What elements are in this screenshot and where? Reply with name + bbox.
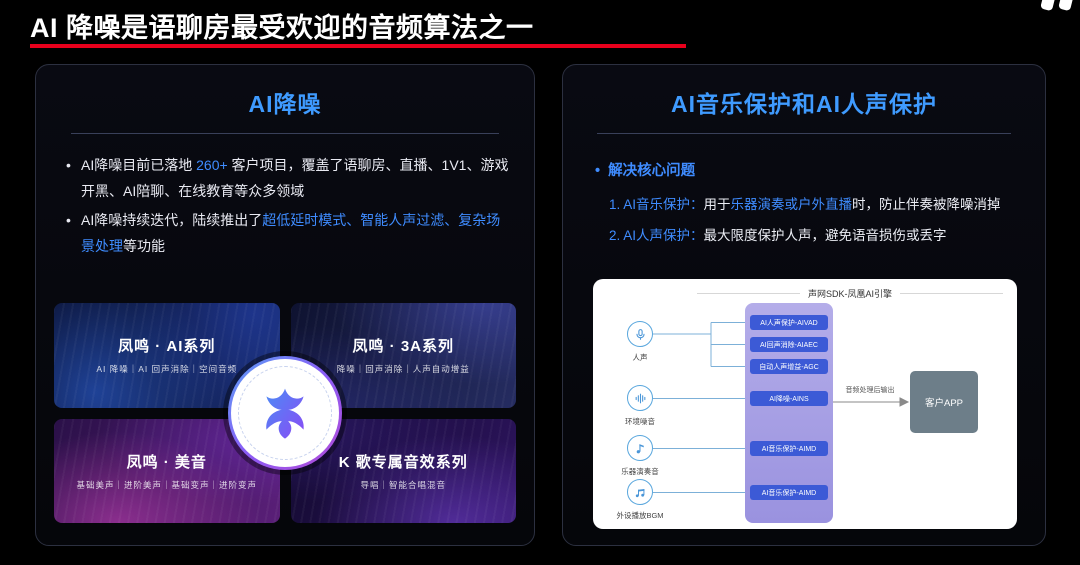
- source-label: 人声: [632, 353, 648, 362]
- card-subtitle: AI 降噪｜AI 回声消除｜空间音频: [96, 364, 238, 375]
- title-rule-right: [900, 293, 1004, 294]
- client-app-box: 客户APP: [910, 371, 978, 433]
- source-voice: 人声: [601, 321, 679, 363]
- bullet-text: 等功能: [123, 237, 165, 254]
- diagram-connector-lines: [653, 322, 910, 493]
- title-underline: [30, 44, 686, 48]
- phoenix-ai-engine-box: AI人声保护-AIVAD AI回声消除-AIAEC 自动人声增益-AGC AI降…: [745, 303, 833, 523]
- point-voice-protection: 2. AI人声保护：最大限度保护人声，避免语音损伤或丢字: [609, 220, 1029, 251]
- source-label: 乐器演奏音: [621, 467, 659, 476]
- point-text: 时，防止伴奏被降噪消掉: [852, 197, 1001, 212]
- module-agc: 自动人声增益-AGC: [750, 359, 828, 374]
- divider: [70, 133, 500, 134]
- bullet-highlight: 超低延时模式、智能人声过滤、复杂场景处理: [81, 211, 501, 254]
- point-text: 最大限度保护人声，避免语音损伤或丢字: [703, 228, 947, 244]
- badge-dashed-ring: [238, 366, 332, 460]
- card-subtitle: 降噪｜回声消除｜人声自动增益: [336, 364, 470, 375]
- panel-ai-protection: AI音乐保护和AI人声保护 • 解决核心问题 1. AI音乐保护：用于乐器演奏或户…: [562, 64, 1046, 546]
- bullet-item-iteration: AI降噪持续迭代，陆续推出了超低延时模式、智能人声过滤、复杂场景处理等功能: [66, 208, 512, 260]
- point-music-protection: 1. AI音乐保护：用于乐器演奏或户外直播时，防止伴奏被降噪消掉: [609, 189, 1029, 220]
- source-instrument: 乐器演奏音: [601, 435, 679, 477]
- title-rule-left: [697, 293, 800, 294]
- right-panel-title: AI音乐保护和AI人声保护: [671, 91, 937, 117]
- page-title: AI 降噪是语聊房最受欢迎的音频算法之一: [30, 13, 534, 43]
- source-label: 外设播放BGM: [616, 511, 664, 520]
- bullet-text: AI降噪目前已落地: [81, 157, 197, 173]
- point-highlight: 乐器演奏或户外直播: [730, 197, 853, 212]
- product-card-grid: 凤鸣 · AI系列 AI 降噪｜AI 回声消除｜空间音频 凤鸣 · 3A系列 降…: [54, 303, 516, 523]
- point-label: 2. AI人声保护：: [609, 228, 704, 244]
- bullet-text: 客户项目，覆盖了语聊房、直播、1V1、游戏开黑、AI陪聊、在线教育等众多领域: [81, 157, 509, 199]
- architecture-diagram: 声网SDK-凤凰AI引擎 人声: [593, 279, 1017, 529]
- module-aimd-bgm: AI音乐保护-AIMD: [750, 485, 828, 500]
- partial-brand-logo: [1040, 0, 1074, 12]
- panel-ai-noise-reduction: AI降噪 AI降噪目前已落地 260+ 客户项目，覆盖了语聊房、直播、1V1、游…: [35, 64, 535, 546]
- source-label: 环境噪音: [625, 417, 655, 426]
- point-text: 用于: [703, 197, 731, 212]
- noise-wave-icon: [627, 385, 653, 411]
- output-arrow-label: 音频处理后输出: [845, 387, 895, 394]
- bullet-text: AI降噪持续迭代，陆续推出了: [81, 211, 263, 228]
- card-title: 凤鸣 · AI系列: [118, 338, 216, 356]
- source-bgm: 外设播放BGM: [601, 479, 679, 521]
- module-ains: AI降噪-AINS: [750, 391, 828, 406]
- card-subtitle: 基础美声｜进阶美声｜基础变声｜进阶变声: [76, 479, 257, 490]
- bullet-highlight: 260+: [196, 157, 228, 173]
- protection-points: 1. AI音乐保护：用于乐器演奏或户外直播时，防止伴奏被降噪消掉 2. AI人声…: [609, 189, 1029, 251]
- microphone-icon: [627, 321, 653, 347]
- card-subtitle: 导唱｜智能合唱混音: [360, 479, 446, 490]
- module-aimd-instrument: AI音乐保护-AIMD: [750, 441, 828, 456]
- diagram-title-text: 声网SDK-凤凰AI引擎: [808, 289, 893, 299]
- divider: [596, 133, 1012, 134]
- core-problem-label: 解决核心问题: [608, 163, 696, 179]
- left-panel-title: AI降噪: [248, 91, 322, 117]
- card-title: K 歌专属音效系列: [338, 453, 468, 471]
- module-aivad: AI人声保护-AIVAD: [750, 315, 828, 330]
- diagram-title: 声网SDK-凤凰AI引擎: [697, 287, 1004, 300]
- bullet-dot: •: [595, 163, 601, 179]
- phoenix-logo-badge: [228, 356, 342, 470]
- double-note-icon: [627, 479, 653, 505]
- core-problem-heading: • 解决核心问题: [595, 159, 695, 180]
- source-ambient-noise: 环境噪音: [601, 385, 679, 427]
- bullet-list: AI降噪目前已落地 260+ 客户项目，覆盖了语聊房、直播、1V1、游戏开黑、A…: [66, 153, 512, 263]
- card-title: 凤鸣 · 3A系列: [352, 338, 454, 356]
- module-aiaec: AI回声消除-AIAEC: [750, 337, 828, 352]
- point-label: 1. AI音乐保护：: [609, 197, 704, 212]
- card-title: 凤鸣 · 美音: [126, 453, 207, 471]
- bullet-item-adoption: AI降噪目前已落地 260+ 客户项目，覆盖了语聊房、直播、1V1、游戏开黑、A…: [66, 153, 512, 205]
- music-note-icon: [627, 435, 653, 461]
